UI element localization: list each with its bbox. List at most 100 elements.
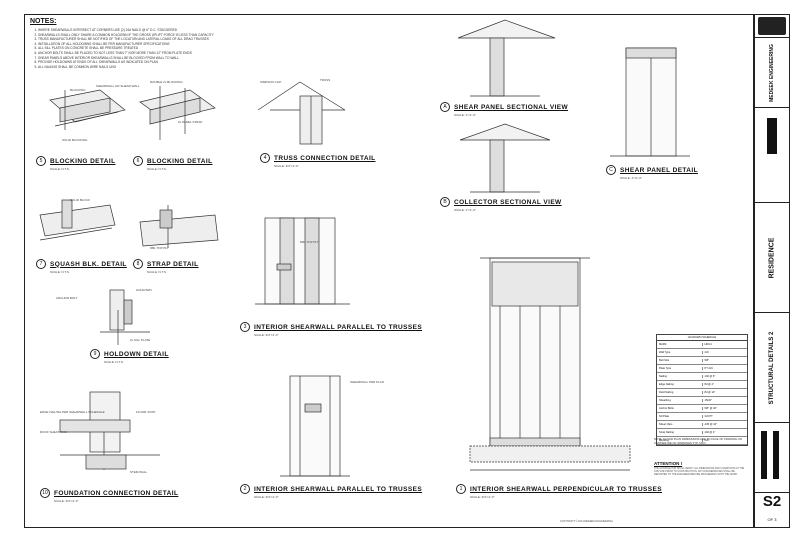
detail-title: COLLECTOR SECTIONAL VIEW xyxy=(454,198,562,206)
schedule-cell: Sheathing xyxy=(659,399,671,402)
attention-block: ATTENTION ! THE CONTRACTOR SHALL VERIFY … xyxy=(654,461,748,476)
callout-note: DOUBLE 2x BLOCKING xyxy=(150,80,183,84)
detail-number-bubble: B xyxy=(440,197,450,207)
schedule-row: Anchor Bolts 5/8" @ 32" xyxy=(657,405,747,413)
shear-panel-sectional-drawing xyxy=(457,19,556,97)
detail-scale: SCALE: N.T.S. xyxy=(147,270,167,274)
schedule-row: Field Nailing 8d @ 12" xyxy=(657,389,747,397)
callout-note: SIMPSON CLIP xyxy=(260,80,282,84)
squash-block-detail-drawing xyxy=(39,199,116,241)
detail-number-bubble: C xyxy=(606,165,616,175)
schedule-cell: 8d @ 12" xyxy=(701,391,748,394)
note-item: WHERE SHEARWALLS INTERSECT AT CORNERS US… xyxy=(38,28,245,33)
title-block: MEDEEK ENGINEERING RESIDENCE STRUCTURAL … xyxy=(754,14,790,528)
schedule-cell: Bolt Size xyxy=(659,359,670,362)
schedule-row: Bolt Size 5/8" xyxy=(657,357,747,365)
schedule-cell: A35 @ 16" xyxy=(701,423,748,426)
schedule-cell: MARK xyxy=(659,343,667,346)
sheet-title-cell: STRUCTURAL DETAILS 2 xyxy=(755,312,789,423)
detail-number-bubble: A xyxy=(440,102,450,112)
detail-scale: SCALE: 3/4"=1'-0" xyxy=(254,333,279,337)
schedule-cell: HDU4 xyxy=(701,343,748,346)
detail-title: HOLDOWN DETAIL xyxy=(104,350,169,358)
note-item: TRUSS MANUFACTURER SHALL BE NOTIFIED OF … xyxy=(38,37,245,42)
shearwall-parallel-3-drawing xyxy=(255,217,350,305)
detail-scale: SCALE: 3/4"=1'-0" xyxy=(470,495,495,499)
schedule-cell: 2x6 xyxy=(701,439,748,442)
schedule-cell: Anchor Bolts xyxy=(659,407,674,410)
callout-note: STEM WALL xyxy=(130,470,148,474)
schedule-cell: 10d @ 4" xyxy=(701,431,748,434)
sheet-of: OF 3 xyxy=(767,517,777,522)
detail-scale: SCALE: 1"=1'-0" xyxy=(454,113,476,117)
detail-scale: SCALE: N.T.S. xyxy=(50,270,70,274)
attention-text: THE CONTRACTOR SHALL VERIFY ALL DIMENSIO… xyxy=(654,467,745,476)
schedule-cell: 5/8" xyxy=(701,359,748,362)
detail-scale: SCALE: 3/4"=1'-0" xyxy=(54,499,79,503)
project-cell: RESIDENCE xyxy=(755,202,789,313)
detail-title: INTERIOR SHEARWALL PERPENDICULAR TO TRUS… xyxy=(470,485,662,493)
detail-title: SHEAR PANEL DETAIL xyxy=(620,166,698,174)
callout-note: EDGE NAILING PER SHEARWALL SCHEDULE xyxy=(40,410,105,414)
note-item: INSTALLATION OF ALL HOLDOWNS SHALL BE PE… xyxy=(38,42,245,47)
schedule-cell: Blocking xyxy=(659,439,669,442)
detail-title: BLOCKING DETAIL xyxy=(147,157,213,165)
callout-note: FLOOR JOIST xyxy=(136,410,156,414)
detail-number-bubble: 9 xyxy=(90,349,100,359)
detail-label: B COLLECTOR SECTIONAL VIEW xyxy=(440,197,562,207)
copyright-text: COPYRIGHT © 2014 MEDEEK ENGINEERING xyxy=(560,520,614,523)
detail-scale: SCALE: N.T.S. xyxy=(147,167,167,171)
schedule-cell: 5/8" @ 32" xyxy=(701,407,748,410)
detail-number-bubble: 7 xyxy=(36,259,46,269)
schedule-row: Strap Nailing 10d @ 4" xyxy=(657,429,747,437)
callout-note: SHEARWALL OR SHEAR WALL xyxy=(96,84,140,88)
callout-note: DBL TOP PLT xyxy=(300,240,319,244)
schedule-cell: Sill Plate xyxy=(659,415,670,418)
collector-sectional-drawing xyxy=(459,123,551,193)
callout-note: BLOCKING xyxy=(70,88,86,92)
schedule-cell: Strap Nailing xyxy=(659,431,674,434)
callout-note: HOLDOWN xyxy=(136,288,152,292)
sheet-border xyxy=(24,14,754,528)
general-notes: NOTES: WHERE SHEARWALLS INTERSECT AT COR… xyxy=(30,18,245,69)
detail-number-bubble: 4 xyxy=(260,153,270,163)
schedule-cell: Edge Nailing xyxy=(659,383,674,386)
schedule-row: Edge Nailing 8d @ 4" xyxy=(657,381,747,389)
detail-number-bubble: 3 xyxy=(240,322,250,332)
foundation-connection-drawing xyxy=(59,391,160,470)
schedule-cell: PT 2x6 xyxy=(701,367,748,370)
truss-connection-drawing xyxy=(257,81,346,145)
firm-name: MEDEEK ENGINEERING xyxy=(769,44,775,102)
detail-title: FOUNDATION CONNECTION DETAIL xyxy=(54,489,179,497)
detail-scale: SCALE: N.T.S. xyxy=(50,167,70,171)
callout-note: DBL TOP PLT xyxy=(150,246,169,250)
schedule-cell: 8d @ 4" xyxy=(701,383,748,386)
detail-title: SHEAR PANEL SECTIONAL VIEW xyxy=(454,103,569,111)
callout-note: 2x SILL PLATE xyxy=(130,338,151,342)
stamp-cell xyxy=(755,422,789,493)
detail-scale: SCALE: 3/4"=1'-0" xyxy=(274,164,299,168)
blocking-detail-6-drawing xyxy=(139,86,216,140)
firm-cell: MEDEEK ENGINEERING xyxy=(755,37,789,108)
note-item: ALL NAILING SHALL BE COMMON WIRE NAILS U… xyxy=(38,65,245,70)
shearwall-perpendicular-drawing xyxy=(469,257,631,471)
callout-note: SHEARWALL PER PLAN xyxy=(350,380,384,384)
schedule-cell: Field Nailing xyxy=(659,391,674,394)
detail-label: C SHEAR PANEL DETAIL xyxy=(606,165,698,175)
callout-note: ROOF SHEATHING xyxy=(40,430,67,434)
callout-note: TRUSS xyxy=(320,78,331,82)
detail-number-bubble: 5 xyxy=(36,156,46,166)
detail-label: A SHEAR PANEL SECTIONAL VIEW xyxy=(440,102,568,112)
